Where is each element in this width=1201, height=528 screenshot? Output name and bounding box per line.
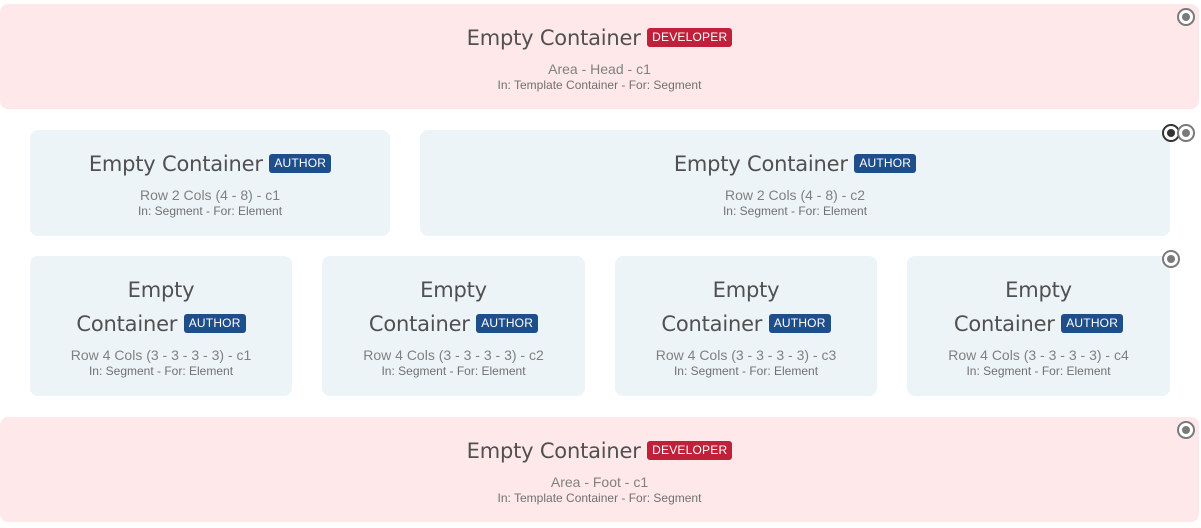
area-foot: Empty Container DEVELOPER Area - Foot - … [0,417,1199,522]
area-head-settings-icon[interactable] [1177,8,1195,26]
container-name: Row 4 Cols (3 - 3 - 3 - 3) - c4 [948,347,1129,363]
row4-settings-icon[interactable] [1162,250,1180,268]
container-title-line1: Empty [127,278,195,302]
container-title-line2: Container [76,312,178,336]
row2-cell-2: Empty Container AUTHOR Row 2 Cols (4 - 8… [420,130,1170,236]
row4-cell-1: Empty Container AUTHOR Row 4 Cols (3 - 3… [30,256,292,396]
container-title: Empty Container [466,438,641,463]
author-badge: AUTHOR [269,154,332,173]
container-name: Row 4 Cols (3 - 3 - 3 - 3) - c2 [363,347,544,363]
container-title-line2-row: Container AUTHOR [661,307,831,341]
container-meta: In: Segment - For: Element [381,364,526,378]
row4-cell-4: Empty Container AUTHOR Row 4 Cols (3 - 3… [907,256,1170,396]
container-title-line1: Empty [712,278,780,302]
container-name: Row 4 Cols (3 - 3 - 3 - 3) - c3 [655,347,837,363]
container-meta: In: Segment - For: Element [137,204,283,218]
container-title-line1: Empty [1005,278,1072,302]
container-name: Row 2 Cols (4 - 8) - c2 [724,187,866,203]
container-title-line2-row: Container AUTHOR [368,307,539,341]
container-name: Row 4 Cols (3 - 3 - 3 - 3) - c1 [70,347,252,363]
author-badge: AUTHOR [768,314,831,333]
author-badge: AUTHOR [854,154,917,173]
container-title-line2-row: Container AUTHOR [953,307,1124,341]
container-meta: In: Segment - For: Element [88,364,234,378]
container-meta: In: Segment - For: Element [966,364,1111,378]
developer-badge: DEVELOPER [647,27,733,47]
container-name: Area - Head - c1 [548,60,651,77]
author-badge: AUTHOR [183,314,246,333]
container-meta: In: Template Container - For: Segment [497,77,702,92]
container-title: Empty Container [88,152,263,176]
cell-title-row: Empty Container AUTHOR [953,273,1124,341]
area-foot-title-row: Empty Container DEVELOPER [467,434,733,468]
cell-title-row: Empty Container AUTHOR [661,273,831,341]
area-head: Empty Container DEVELOPER Area - Head - … [0,4,1199,109]
container-meta: In: Template Container - For: Segment [497,490,702,505]
container-title-line1: Empty [420,278,487,302]
author-badge: AUTHOR [476,314,539,333]
cell-title-row: Empty Container AUTHOR [88,147,332,181]
row4-cell-3: Empty Container AUTHOR Row 4 Cols (3 - 3… [615,256,877,396]
container-meta: In: Segment - For: Element [722,204,868,218]
container-meta: In: Segment - For: Element [673,364,819,378]
container-title: Empty Container [466,25,641,50]
container-title-line2: Container [953,312,1055,336]
container-title-line2: Container [661,312,763,336]
author-badge: AUTHOR [1061,314,1124,333]
area-head-title-row: Empty Container DEVELOPER [467,21,733,55]
container-title-line2: Container [368,312,470,336]
area-foot-settings-icon[interactable] [1177,421,1195,439]
cell-title-row: Empty Container AUTHOR [368,273,539,341]
developer-badge: DEVELOPER [647,440,733,460]
row4-cell-2: Empty Container AUTHOR Row 4 Cols (3 - 3… [322,256,585,396]
row2-cell-1: Empty Container AUTHOR Row 2 Cols (4 - 8… [30,130,390,236]
container-name: Area - Foot - c1 [550,473,649,490]
container-name: Row 2 Cols (4 - 8) - c1 [139,187,281,203]
row2-segment-settings-icon[interactable] [1177,124,1195,142]
cell-title-row: Empty Container AUTHOR [673,147,917,181]
cell-title-row: Empty Container AUTHOR [76,273,246,341]
container-title: Empty Container [673,152,848,176]
container-title-line2-row: Container AUTHOR [76,307,246,341]
